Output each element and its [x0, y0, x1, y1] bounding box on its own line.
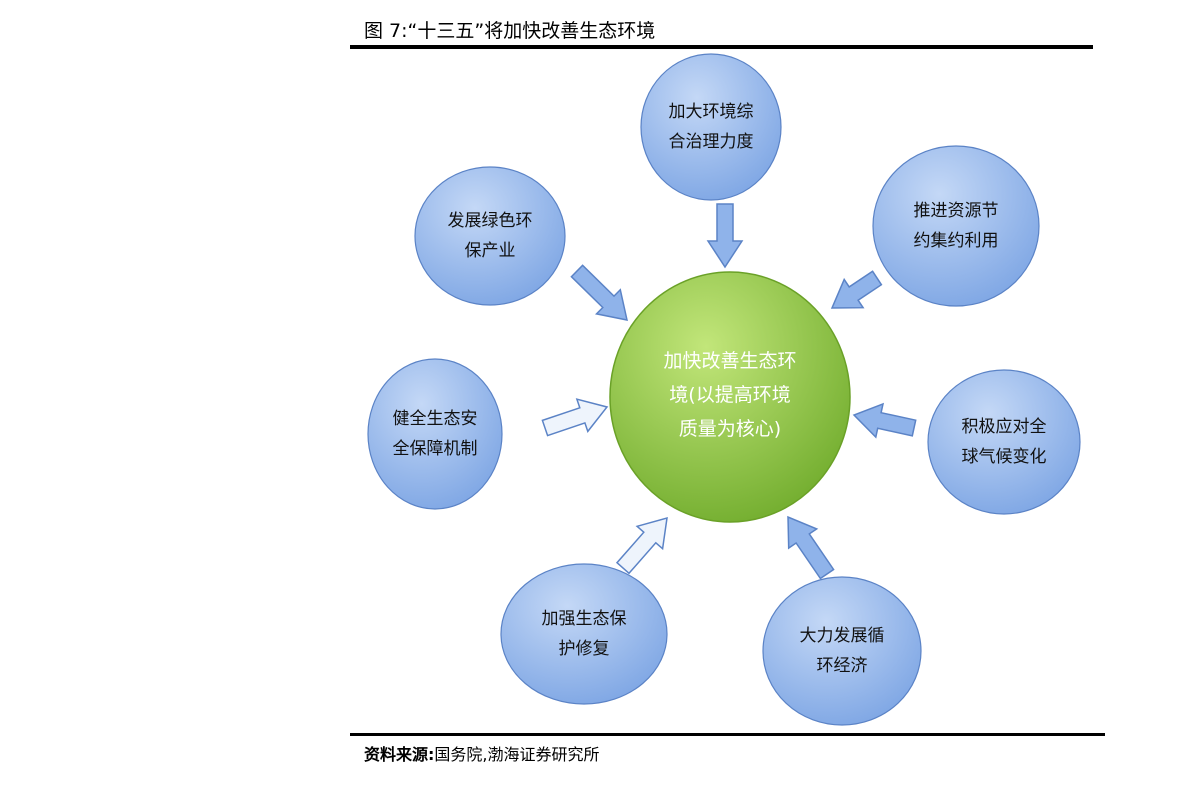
center-label-line: 质量为核心): [679, 418, 781, 440]
arrow-top-left: [570, 264, 628, 321]
arrow-bottom-left: [615, 516, 668, 575]
node-ellipse: [500, 563, 668, 705]
node-label-line: 球气候变化: [962, 447, 1047, 467]
arrow-right: [852, 402, 917, 439]
node-ellipse: [927, 369, 1081, 515]
node-ellipse: [762, 576, 922, 726]
node-label-line: 保产业: [465, 241, 516, 261]
arrow-left: [541, 398, 609, 437]
node-label-line: 全保障机制: [393, 439, 478, 459]
arrow-top-right: [830, 270, 883, 309]
arrow-top: [706, 203, 744, 269]
node-label-line: 加大环境综: [669, 102, 754, 122]
node-label-line: 积极应对全: [962, 417, 1047, 437]
center-label-line: 境(以提高环境: [669, 384, 790, 406]
node-ellipse: [872, 145, 1040, 307]
source-label: 资料来源:: [364, 745, 435, 764]
node-label-line: 约集约利用: [914, 231, 999, 251]
node-label-line: 环经济: [817, 656, 868, 676]
node-label-line: 加强生态保: [542, 609, 627, 629]
bottom-rule: [350, 733, 1105, 736]
figure-title: 图 7:“十三五”将加快改善生态环境: [364, 20, 656, 42]
node-ellipse: [367, 358, 503, 510]
node-label-line: 健全生态安: [393, 409, 478, 429]
source-note: 资料来源:国务院,渤海证券研究所: [364, 744, 600, 766]
node-label-line: 护修复: [559, 639, 610, 659]
center-ellipse: [609, 271, 851, 523]
arrows-layer: [541, 203, 917, 580]
node-ellipse: [414, 166, 566, 306]
top-rule: [350, 45, 1093, 49]
node-label-line: 发展绿色环: [448, 211, 533, 231]
source-text: 国务院,渤海证券研究所: [434, 745, 600, 764]
arrow-bottom-right: [787, 515, 835, 580]
center-label-line: 加快改善生态环: [663, 350, 796, 372]
node-label-line: 大力发展循: [800, 626, 885, 646]
nodes-layer: 加大环境综合治理力度推进资源节约集约利用积极应对全球气候变化大力发展循环经济加强…: [367, 53, 1081, 726]
node-label-line: 推进资源节: [914, 201, 999, 221]
node-label-line: 合治理力度: [669, 132, 754, 152]
node-ellipse: [640, 53, 782, 201]
